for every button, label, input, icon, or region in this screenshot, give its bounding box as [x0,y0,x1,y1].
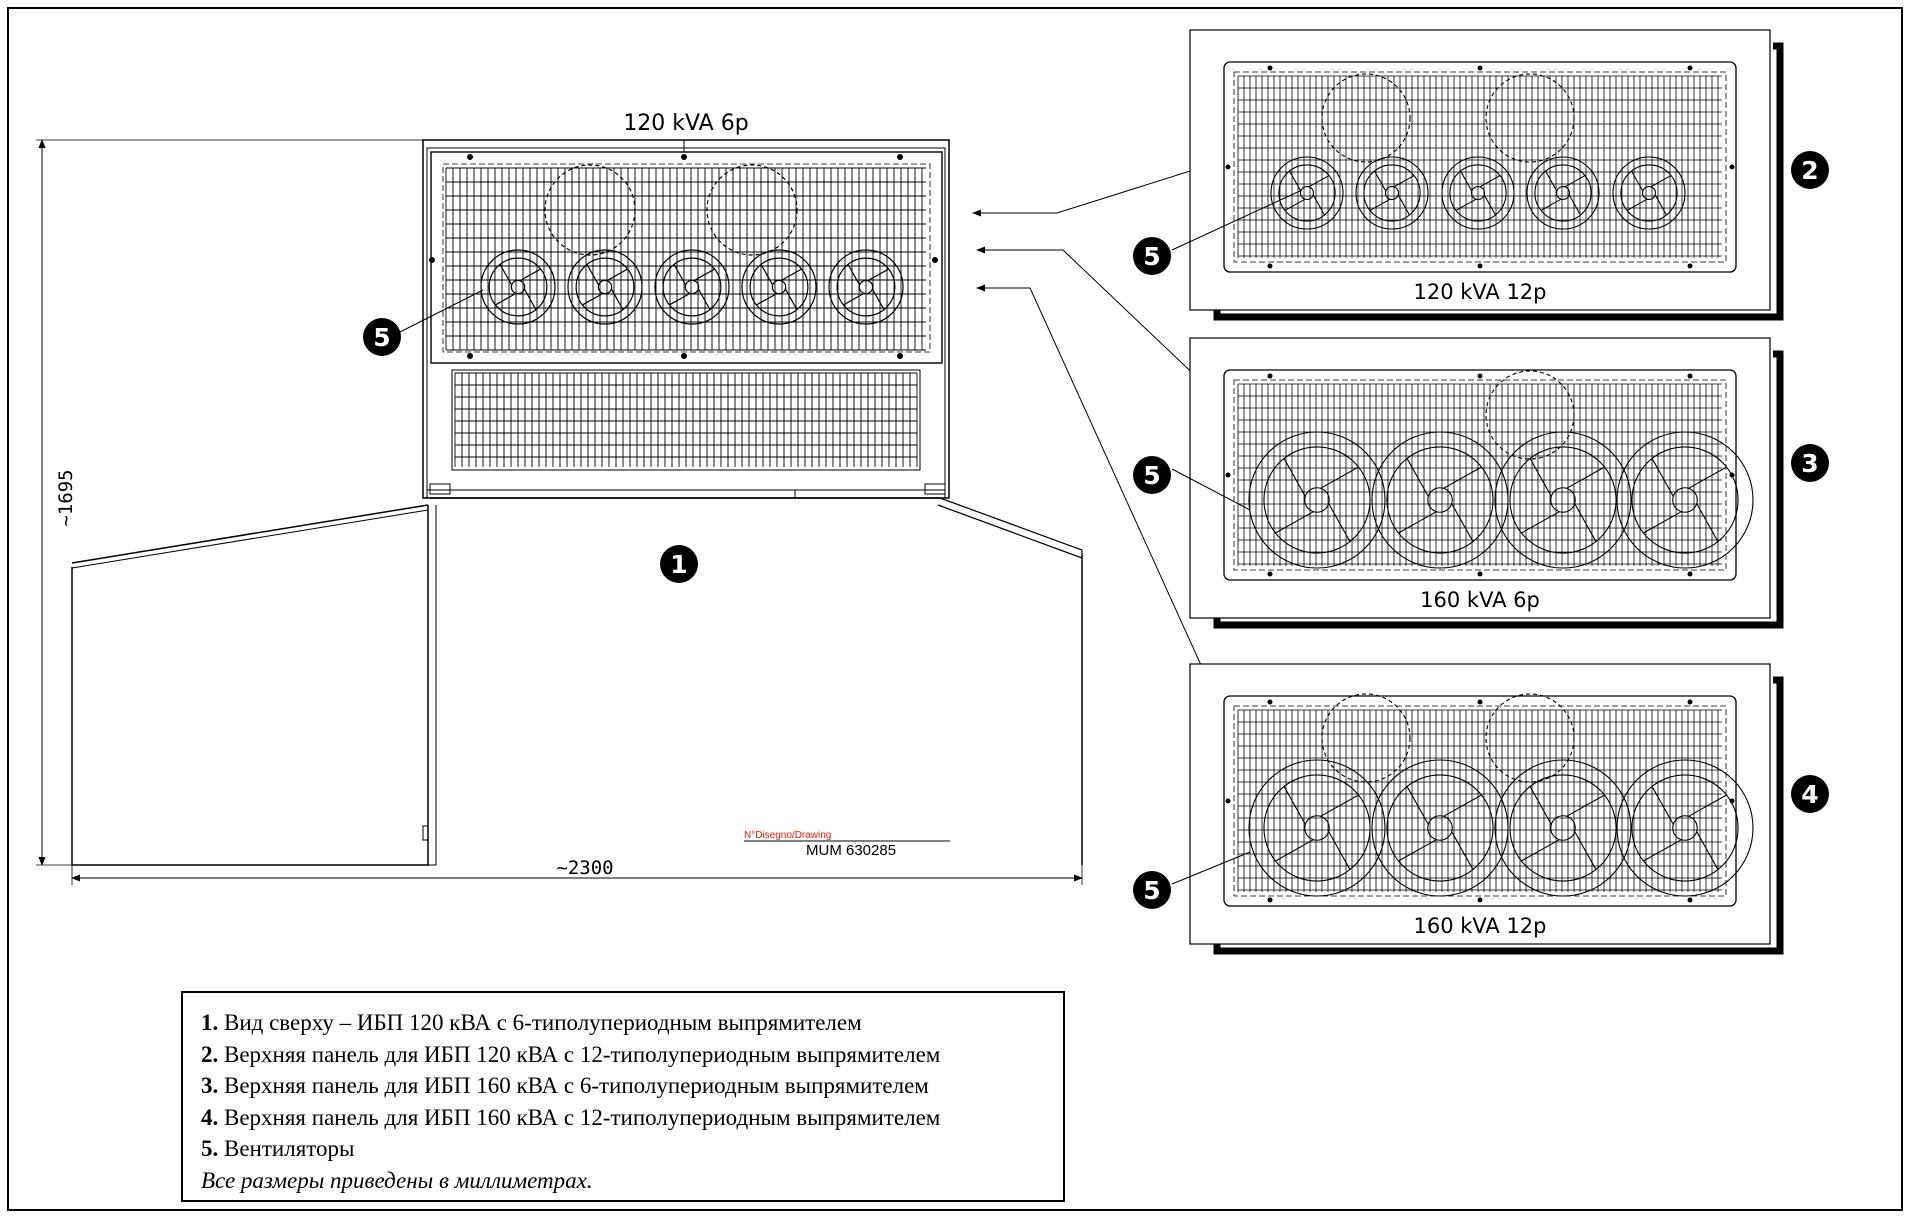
legend-item-text: Верхняя панель для ИБП 160 кВА с 6-типол… [224,1073,929,1098]
panel-label: 160 kVA 12p [1413,914,1546,938]
callout-5-number: 5 [1143,461,1160,490]
legend-item-5: 5. Вентиляторы [201,1133,1063,1165]
legend-item-text: Верхняя панель для ИБП 160 кВА с 12-типо… [224,1104,941,1130]
legend-note: Все размеры приведены в миллиметрах. [201,1167,593,1193]
drawing-number: MUM 630285 [806,842,896,859]
callout-1-badge [660,545,698,583]
callout-5-number: 5 [1143,876,1160,905]
width-dimension [71,865,1083,885]
drawing-border [7,7,1903,1211]
legend-box: 1. Вид сверху – ИБП 120 кВА с 6-типолупе… [181,991,1065,1202]
callout-2-number: 2 [1801,156,1818,185]
legend-item-number: 5. [201,1136,219,1161]
panel-label: 160 kVA 6p [1420,588,1540,612]
callout-5-badge [1133,871,1171,909]
legend-item-2: 2. Верхняя панель для ИБП 120 кВА с 12-т… [201,1039,1063,1071]
fan-leader-main [399,289,484,333]
drawing-number-label: N°Disegno/Drawing [744,830,831,841]
callout-1-number: 1 [670,550,687,579]
height-dimension-label: ~1695 [55,469,77,526]
height-dimension [36,139,423,866]
callout-3-number: 3 [1801,449,1818,478]
callout-4-number: 4 [1801,780,1818,809]
legend-item-1: 1. Вид сверху – ИБП 120 кВА с 6-типолупе… [201,1007,1063,1039]
callout-5-number-main: 5 [373,323,390,352]
legend-item-text: Вид сверху – ИБП 120 кВА с 6-типолуперио… [224,1010,862,1035]
top-panel-4: 160 kVA 12p 4 5 [1133,663,1829,955]
legend-item-number: 4. [201,1104,219,1130]
legend-item-4: 4. Верхняя панель для ИБП 160 кВА с 12-т… [201,1102,1063,1134]
panel-pointer-arrows [972,159,1226,708]
callout-5-badge [1133,456,1171,494]
callout-5-number: 5 [1143,242,1160,271]
main-top-view [71,139,1083,866]
top-panel-3: 160 kVA 6p 3 5 [1133,337,1829,629]
callout-2-badge [1791,151,1829,189]
width-dimension-label: ~2300 [556,857,613,879]
legend-item-text: Вентиляторы [224,1136,355,1161]
legend-item-number: 2. [201,1041,219,1067]
top-panel-2: 120 kVA 12p 2 5 [1133,29,1829,321]
legend-item-text: Верхняя панель для ИБП 120 кВА с 12-типо… [224,1041,941,1067]
legend-item-number: 1. [201,1010,219,1035]
callout-4-badge [1791,775,1829,813]
callout-3-badge [1791,444,1829,482]
main-view-label: 120 kVA 6p [623,111,748,136]
callout-5-badge-main [363,318,401,356]
legend-item-3: 3. Верхняя панель для ИБП 160 кВА с 6-ти… [201,1070,1063,1102]
legend-item-number: 3. [201,1073,219,1098]
callout-5-badge [1133,237,1171,275]
panel-label: 120 kVA 12p [1413,280,1546,304]
